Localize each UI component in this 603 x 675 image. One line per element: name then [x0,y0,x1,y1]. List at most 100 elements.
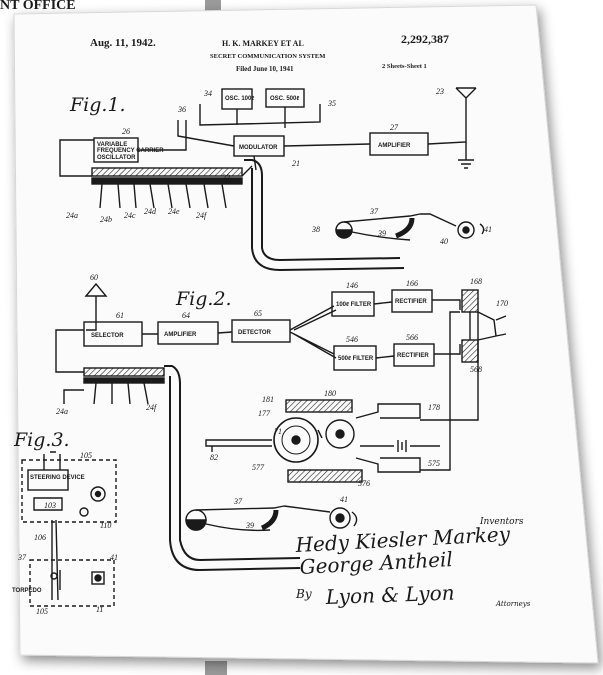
ref-568: 568 [470,365,482,374]
ref-65: 65 [254,309,262,318]
ref-36: 36 [177,105,186,114]
fig1-motor [457,221,475,239]
fig2-filter-b-label: 500ℓ FILTER [338,356,374,362]
figure-3: Fig.3. STEERING DEVICE TORPEDO 105 103 1… [12,429,118,616]
ref-39: 39 [377,229,386,238]
ref-105-b: 105 [36,607,48,616]
ref-546: 546 [346,335,358,344]
by-label: By [295,587,312,601]
ref-37-fig2: 37 [233,497,243,506]
fig1-osc-b-label: OSC. 500ℓ [270,96,299,102]
fig3-motor [90,486,106,502]
fig2-label: Fig.2. [175,288,232,310]
ref-103: 103 [44,501,56,510]
ref-40: 40 [440,237,448,246]
ref-41-fig2: 41 [340,495,348,504]
patent-sheets: 2 Sheets-Sheet 1 [382,63,427,70]
fig2-frame-bottom [287,469,363,483]
ref-577: 577 [252,463,265,472]
ref-106: 106 [34,533,46,542]
ref-34: 34 [203,89,212,98]
ref-170: 170 [496,299,508,308]
fig2-amplifier-label: AMPLIFIER [164,332,197,338]
ref-168: 168 [470,277,482,286]
ref-110: 110 [100,521,111,530]
fig2-rectifier-b-label: RECTIFIER [397,353,429,359]
signature-block: Inventors Hedy Kiesler Markey George Ant… [294,517,531,609]
fig2-relay-b [461,339,479,363]
ref-24f: 24f [196,211,208,220]
corner-text: NT OFFICE [0,0,76,13]
fig2-relay-a [461,289,479,313]
ref-37: 37 [369,207,379,216]
figure-2: Fig.2. SELECTOR AMPLIFIER DETECTOR 100ℓ … [55,273,508,572]
fig1-label: Fig.1. [69,94,126,116]
fig2-contact-strip [83,367,165,377]
ref-38: 38 [311,225,320,234]
ref-61: 61 [116,311,124,320]
ref-166: 166 [406,279,418,288]
ref-82: 82 [210,453,218,462]
fig2-filter-a-label: 100ℓ FILTER [336,302,372,308]
fig3-label: Fig.3. [13,429,70,451]
ref-21: 21 [292,159,300,168]
ref-71: 71 [274,427,282,436]
ref-181: 181 [262,395,274,404]
ref-24b: 24b [100,215,112,224]
fig2-motor [329,507,351,529]
fig3-torpedo-label: TORPEDO [12,588,42,594]
fig1-contact-strip [91,167,243,177]
ref-566: 566 [406,333,418,342]
ref-23: 23 [436,87,444,96]
ref-24f-fig2: 24f [146,403,158,412]
patent-date: Aug. 11, 1942. [90,37,156,49]
ref-11: 11 [96,605,103,614]
ref-178: 178 [428,403,440,412]
patent-header: Aug. 11, 1942. H. K. MARKEY ET AL 2,292,… [90,32,449,73]
fig2-rectifier-b-box [393,343,435,367]
ref-41-fig3: 41 [110,553,118,562]
fig3-steering-label: STEERING DEVICE [30,475,85,481]
patent-filed: Filed June 10, 1941 [236,65,294,73]
patent-title: SECRET COMMUNICATION SYSTEM [210,53,325,60]
figure-1: Fig.1. OSC. 100ℓ OSC. 500ℓ VARIABLE FREQ… [59,87,492,272]
ref-180: 180 [324,389,336,398]
fig3-torpedo-boundary [29,559,115,607]
fig1-amplifier-label: AMPLIFIER [378,143,411,149]
fig3-dashed-boundary [21,459,117,523]
fig2-detector-label: DETECTOR [238,330,272,336]
fig2-detector-box [231,319,291,343]
ref-24c: 24c [124,211,136,220]
fig3-steering-box [27,469,69,491]
fig1-modulator-label: MODULATOR [239,145,278,151]
attorney-label: Attorneys [495,600,531,608]
ref-105: 105 [80,451,92,460]
ref-26: 26 [122,127,130,136]
fig2-gear [325,419,355,449]
patent-inventors-short: H. K. MARKEY ET AL [222,39,304,48]
ref-576: 576 [358,479,370,488]
ref-177: 177 [258,409,271,418]
fig2-selector-label: SELECTOR [91,333,124,339]
fig2-rectifier-a-box [391,289,433,313]
fig2-wheel [273,417,319,463]
fig1-variable-osc-label: VARIABLE [97,142,127,148]
patent-number: 2,292,387 [401,32,449,46]
ref-24a-fig2: 24a [56,407,68,416]
fig2-rectifier-a-label: RECTIFIER [395,299,427,305]
inventors-label: Inventors [479,517,524,527]
ref-37-fig3: 37 [17,553,27,562]
ref-27: 27 [390,123,399,132]
ref-22: 22 [222,173,230,182]
ref-24e: 24e [168,207,180,216]
ref-64: 64 [182,311,190,320]
ref-60: 60 [90,273,98,282]
attorney-signature: Lyon & Lyon [324,581,455,610]
ref-146: 146 [346,281,358,290]
ref-35: 35 [327,99,336,108]
ref-41: 41 [484,225,492,234]
fig1-variable-osc-label-2: FREQUENCY CARRIER [97,148,164,154]
ref-575: 575 [428,459,440,468]
ref-24a: 24a [66,211,78,220]
